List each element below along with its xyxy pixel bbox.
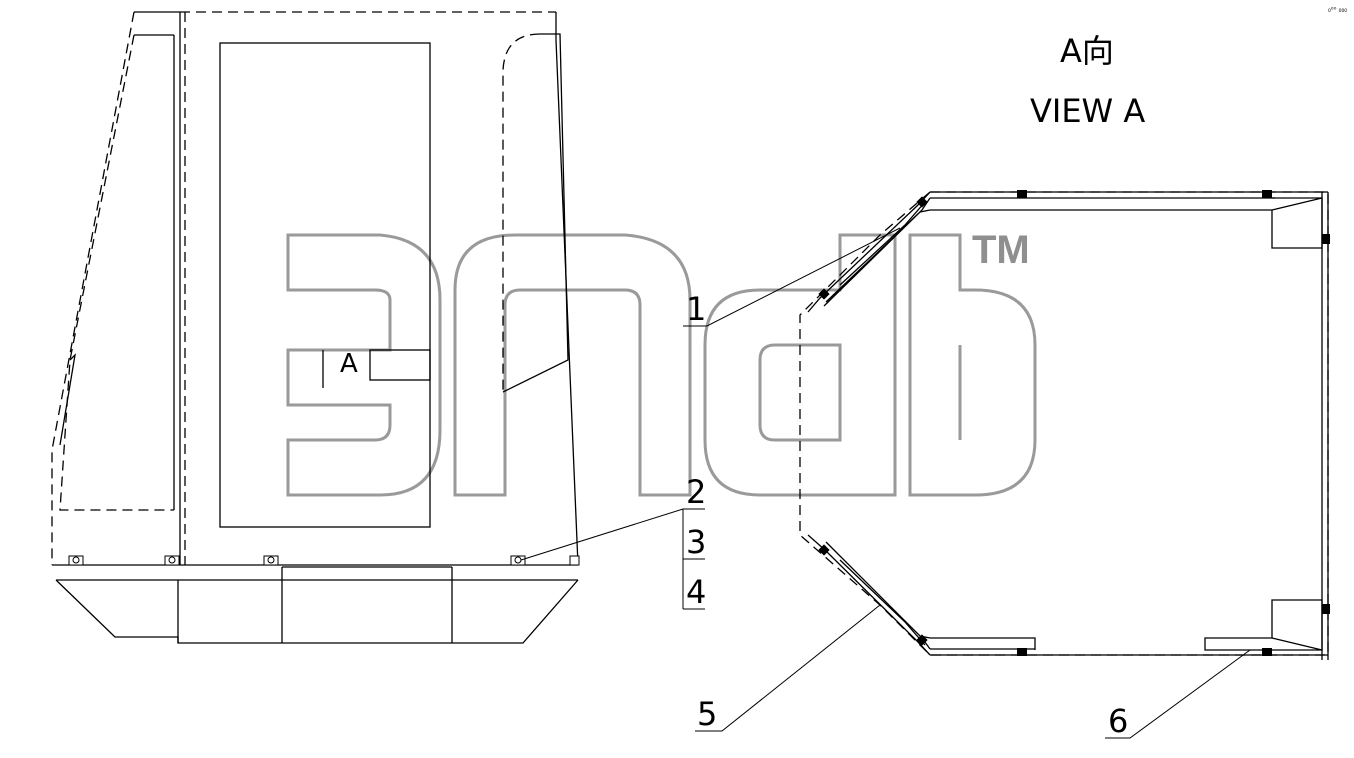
callout-1: 1: [686, 290, 706, 328]
callout-5: 5: [697, 695, 717, 733]
plan-outline: [799, 191, 1329, 656]
bolt-icon: [916, 196, 928, 208]
watermark-letter-2: [453, 233, 692, 497]
callout-3: 3: [686, 523, 706, 561]
watermark-letter-4: [908, 233, 1037, 497]
bolt-icon: [1322, 234, 1330, 244]
leader-5: [695, 604, 881, 732]
bottom-right-post: [1204, 599, 1323, 651]
bolt-icon: [72, 556, 80, 564]
bolt-icon: [569, 555, 580, 566]
bolt-icon: [514, 556, 522, 564]
bolt-icon: [168, 556, 176, 564]
bolt-icon: [818, 288, 830, 300]
section-mark-label: A: [340, 349, 358, 379]
watermark-trademark: TM: [972, 228, 1030, 272]
watermark-letter-3: [703, 233, 897, 497]
view-title-cn: A向: [1060, 32, 1114, 70]
watermark-logo: TM: [286, 228, 1037, 497]
callout-6: 6: [1108, 702, 1128, 740]
leader-2: [520, 508, 705, 561]
bottom-channel-left: [930, 637, 1036, 650]
top-right-post: [1271, 197, 1323, 249]
left-window-outline: [59, 34, 174, 511]
side-elevation-view: A: [51, 11, 580, 644]
plan-view-a: [799, 190, 1330, 660]
left-wall-outline: [51, 11, 135, 565]
plan-bolts: [818, 190, 1330, 656]
lower-diagonal-rail: [839, 559, 926, 646]
view-title-en: VIEW A: [1030, 92, 1145, 130]
base-frame: [55, 579, 579, 644]
corner-code: ₀⁰⁰ ₀₀₀: [1328, 6, 1347, 14]
bolt-icon: [1017, 648, 1027, 656]
callout-4: 4: [686, 573, 706, 611]
bolt-icon: [1262, 648, 1272, 656]
upper-diagonal-rail: [839, 201, 926, 286]
door-handle: [369, 349, 431, 381]
view-a-title: A向 VIEW A: [1030, 32, 1145, 130]
bolt-icon: [1017, 190, 1027, 198]
bolt-icon: [916, 634, 928, 646]
bolt-icon: [1322, 604, 1330, 614]
bolt-icon: [818, 544, 830, 556]
door-window: [219, 42, 431, 528]
leader-6: [1105, 649, 1251, 739]
left-window-kink: [59, 353, 76, 446]
right-wall-outline: [555, 12, 579, 566]
callouts: 1 2 3 4 5 6: [520, 227, 1251, 740]
bolt-icon: [1262, 190, 1272, 198]
right-window-edge: [502, 33, 569, 393]
bolt-row: [68, 555, 580, 566]
callout-2: 2: [686, 473, 706, 511]
right-window-outline: [502, 33, 541, 392]
leader-1: [683, 227, 901, 327]
bolt-icon: [267, 556, 275, 564]
watermark-letter-1: [286, 233, 442, 497]
